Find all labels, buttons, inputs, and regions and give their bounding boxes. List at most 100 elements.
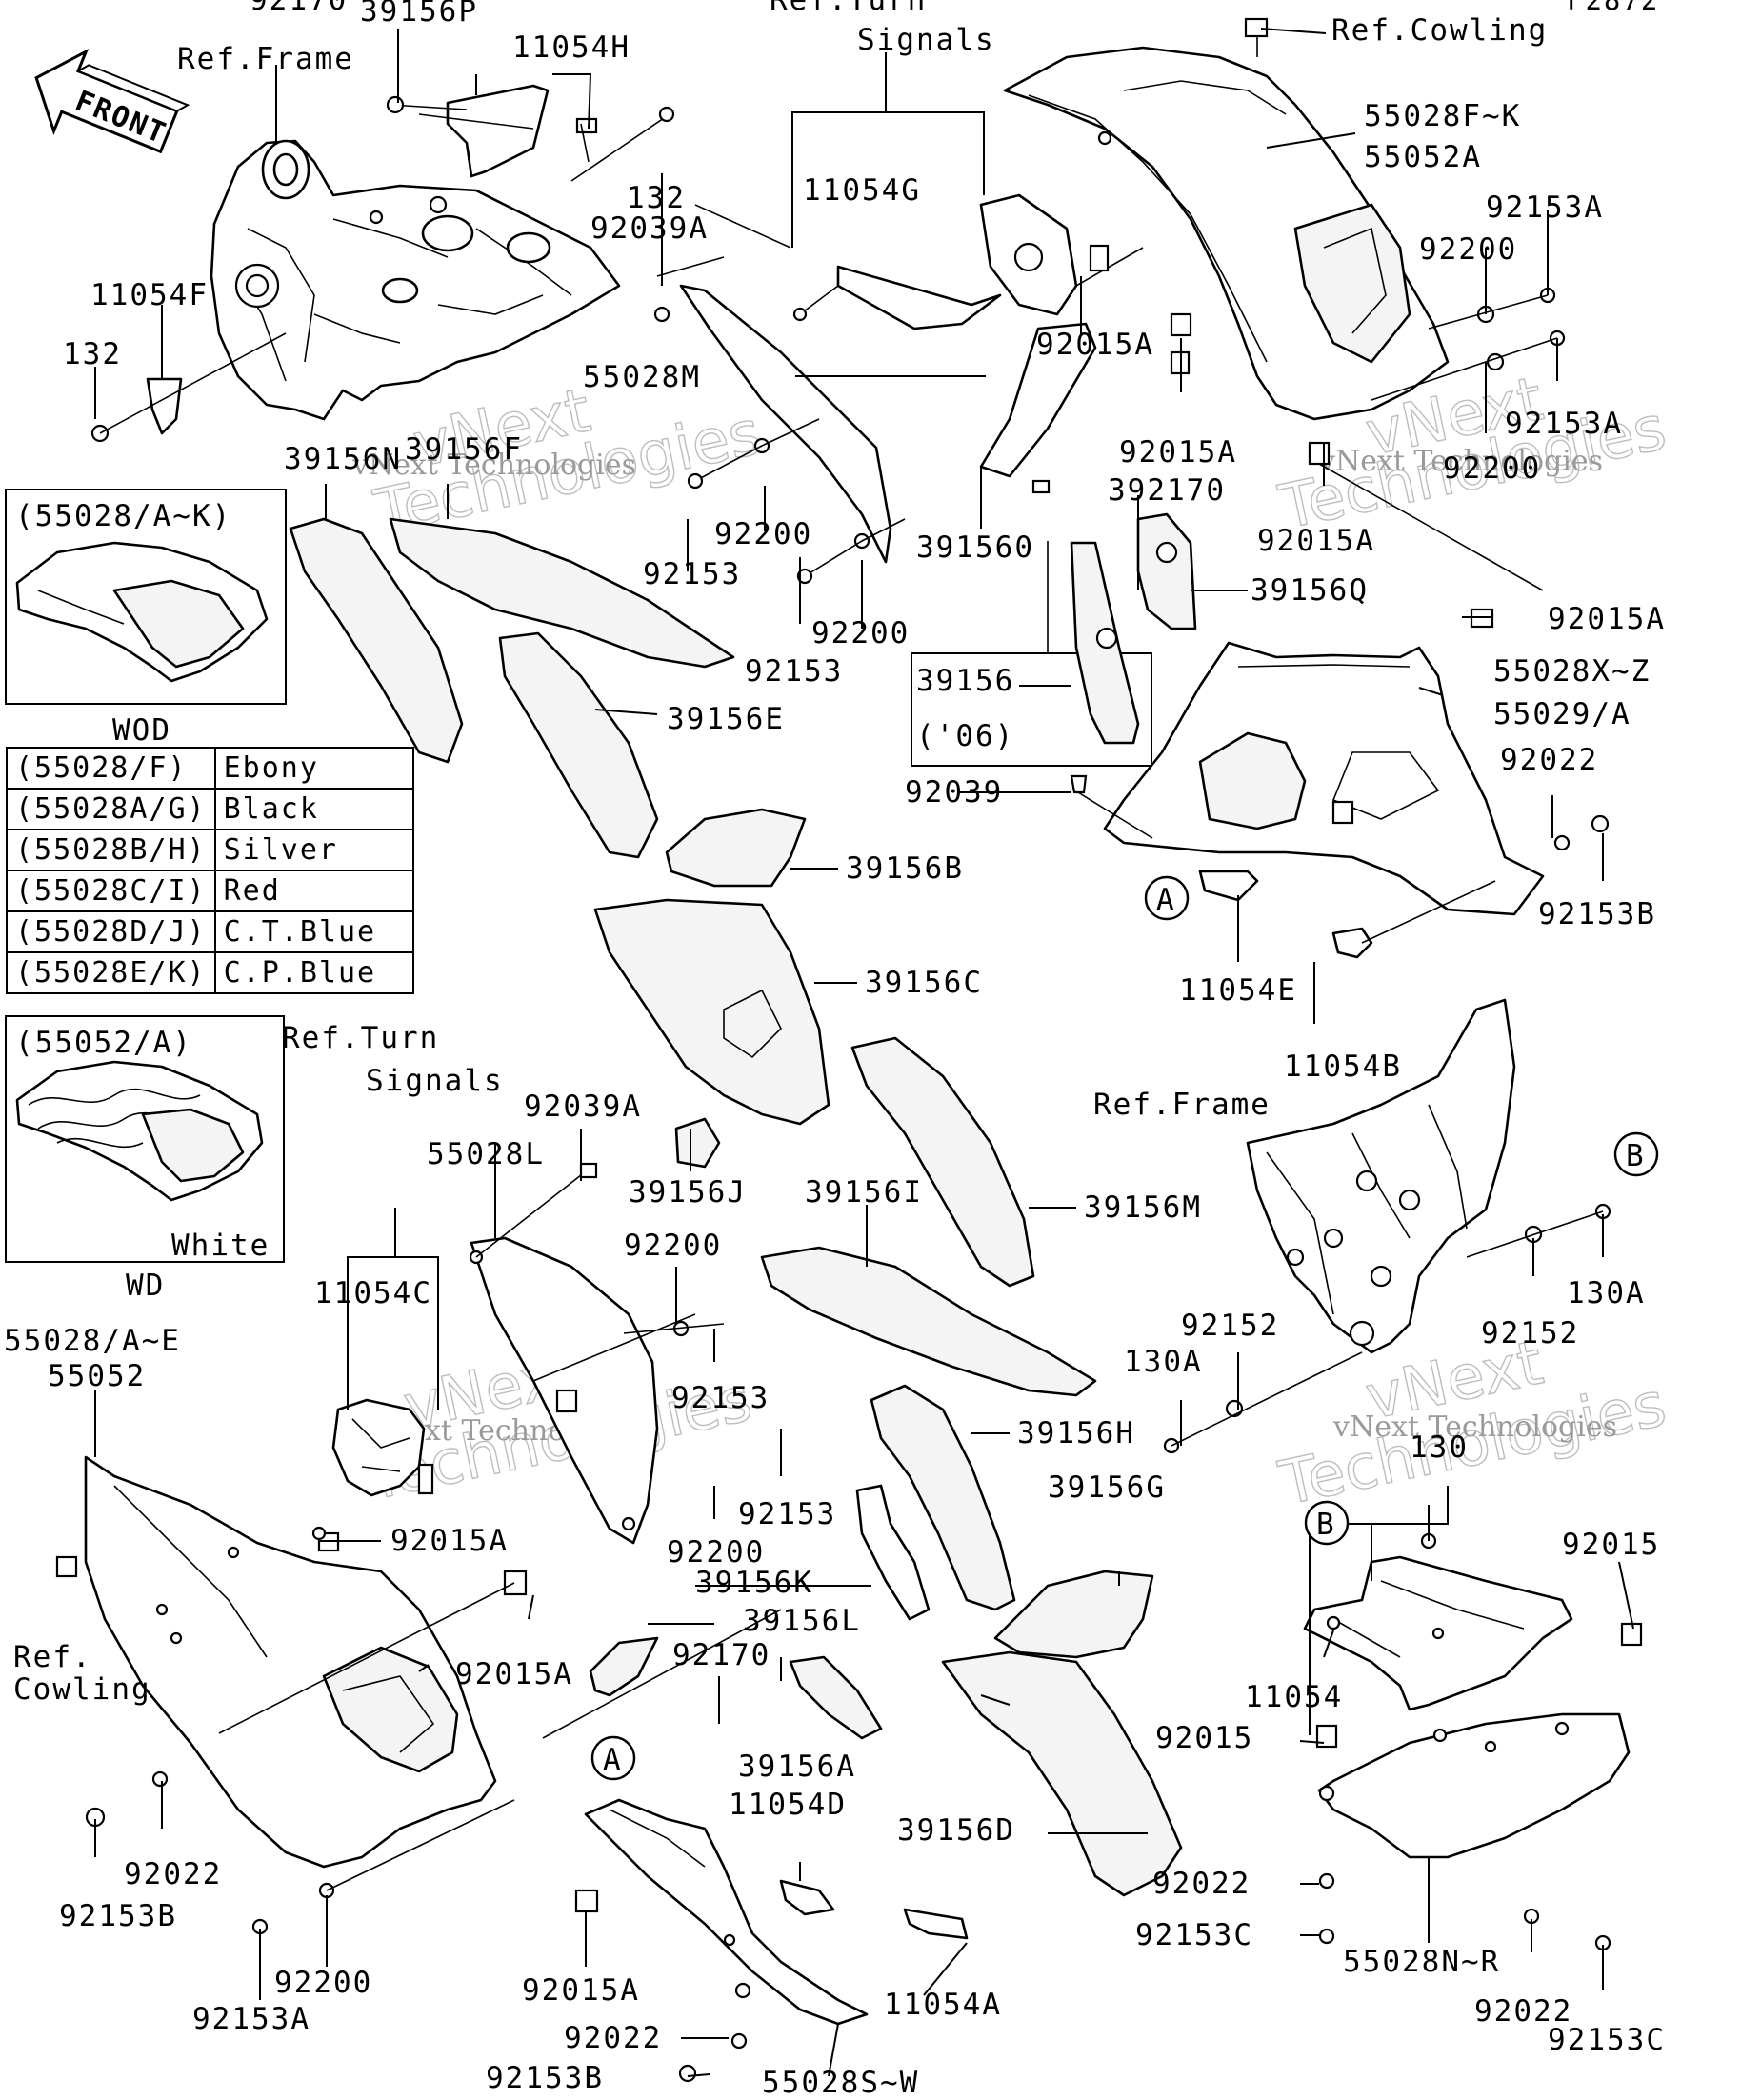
part-label: 92015: [1562, 1528, 1660, 1562]
bracket-11054B: [1331, 880, 1496, 959]
part-label: 92153B: [59, 1899, 177, 1933]
part-label: 39156Q: [1251, 573, 1369, 608]
part-label: 92153B: [1538, 897, 1656, 931]
bracket-11054G: [792, 193, 1144, 330]
part-label: 132: [63, 337, 122, 371]
figure-code: F2872: [1567, 0, 1659, 16]
marker-b-bottom: B: [1304, 1500, 1350, 1546]
part-39156A: [789, 1655, 883, 1740]
marker-a-top: A: [1144, 875, 1190, 921]
part-label: 92170: [250, 0, 348, 17]
color-name: C.T.Blue: [213, 910, 414, 953]
watermark-4: Technologies vNext vNext Technologies: [1272, 1328, 1672, 1521]
part-label: 130: [1410, 1430, 1469, 1465]
box-39156-part: 39156: [916, 664, 1014, 698]
ref-turn-signals-left-1: Ref.Turn: [282, 1021, 439, 1055]
color-code: (55028E/K): [6, 951, 216, 994]
hardware-right-frame: [1163, 1203, 1611, 1550]
svg-text:B: B: [1626, 1139, 1646, 1173]
part-label: 92015A: [390, 1524, 509, 1558]
part-label: 92015A: [1257, 524, 1375, 558]
table-row: (55028A/G)Black: [6, 788, 414, 830]
part-label: 55029/A: [1493, 697, 1631, 731]
part-label: 92200: [274, 1966, 372, 2000]
panel-39156F: [389, 517, 735, 669]
part-label: 11054F: [90, 278, 209, 312]
inset-wod-caption: WOD: [112, 713, 171, 748]
svg-text:A: A: [603, 1743, 623, 1777]
part-label: 92200: [811, 616, 910, 650]
panel-39156M: [850, 1036, 1035, 1288]
panel-39156E: [498, 631, 659, 859]
part-label: 55028M: [583, 360, 701, 394]
table-row: (55028/F)Ebony: [6, 747, 414, 790]
hardware-top-center: [656, 204, 1192, 585]
svg-text:B: B: [1316, 1508, 1336, 1542]
marker-a-bottom: A: [590, 1735, 636, 1781]
inset-wod-box: [5, 489, 287, 705]
clip-92039: [1070, 774, 1153, 839]
part-label: 92015A: [1036, 328, 1154, 362]
ref-cowling-top: Ref.Cowling: [1331, 13, 1548, 48]
part-label: 11054B: [1284, 1050, 1402, 1084]
color-name: C.P.Blue: [213, 951, 414, 994]
part-label: 39156M: [1084, 1190, 1202, 1225]
table-row: (55028E/K)C.P.Blue: [6, 951, 414, 994]
frame-right: [1246, 998, 1516, 1354]
box-39156-year: ('06): [916, 719, 1014, 753]
part-label: 39156F: [405, 432, 523, 467]
table-row: (55028C/I)Red: [6, 870, 414, 912]
part-label: 92015A: [1119, 435, 1237, 470]
part-label: 92015A: [522, 1973, 640, 2008]
inset-wod-code: (55028/A~K): [15, 499, 231, 533]
color-code: (55028/F): [6, 747, 216, 790]
part-label: 92153: [671, 1381, 770, 1415]
color-code: (55028B/H): [6, 829, 216, 871]
inset-wd-code: (55052/A): [15, 1026, 192, 1060]
panel-55028L: [469, 1162, 725, 1545]
part-label: 392170: [1108, 473, 1226, 508]
hardware-left-bottom: [85, 1609, 782, 1935]
part-label: 11054E: [1179, 973, 1297, 1008]
bracket-391560: [979, 322, 1097, 494]
part-label: 39156D: [897, 1813, 1015, 1848]
part-label: 92153A: [1505, 407, 1623, 441]
color-name: Black: [213, 788, 414, 830]
ref-cowling-left-2: Cowling: [13, 1672, 151, 1707]
inset-wod-cowl: [15, 541, 269, 683]
part-label: 92015A: [1548, 602, 1666, 636]
part-label: 39156H: [1017, 1416, 1135, 1450]
color-code: (55028C/I): [6, 870, 216, 912]
frame-top-left: [210, 139, 621, 421]
part-label: 55028X~Z: [1493, 654, 1651, 689]
inset-wd-box: [5, 1015, 285, 1263]
part-label: 11054H: [512, 30, 630, 65]
part-label: 92153A: [192, 2002, 310, 2036]
ref-turn-signals-top-2: Signals: [857, 23, 995, 57]
bracket-39156K: [855, 1484, 931, 1621]
part-label: 92039A: [590, 211, 709, 246]
panel-39156B: [665, 808, 807, 888]
svg-text:vNext Technologies: vNext Technologies: [1318, 445, 1603, 478]
part-39156Q: [1136, 512, 1197, 630]
part-label: 92022: [1474, 1994, 1572, 2029]
inset-wd-caption: WD: [126, 1269, 165, 1303]
part-label: 92022: [1152, 1867, 1251, 1901]
part-label: 92200: [624, 1229, 722, 1263]
svg-text:A: A: [1156, 883, 1176, 917]
panel-39156N: [289, 517, 464, 764]
part-label: 92039: [905, 775, 1003, 810]
part-label: 92153C: [1135, 1918, 1253, 1952]
upper-cowl-55028F-K: [1003, 17, 1450, 421]
part-label: 92153: [738, 1497, 836, 1531]
block-39156J: [674, 1117, 721, 1169]
panel-39156D: [941, 1650, 1183, 1897]
inset-wd-cowl: [15, 1060, 264, 1202]
color-name: Silver: [213, 829, 414, 871]
part-label: 92200: [1443, 451, 1541, 486]
part-39156L: [589, 1636, 659, 1697]
bracket-11054F: [90, 332, 287, 443]
part-label: 39156J: [629, 1175, 747, 1210]
part-label: 92152: [1481, 1316, 1579, 1350]
part-label: 55028N~R: [1343, 1945, 1500, 1979]
